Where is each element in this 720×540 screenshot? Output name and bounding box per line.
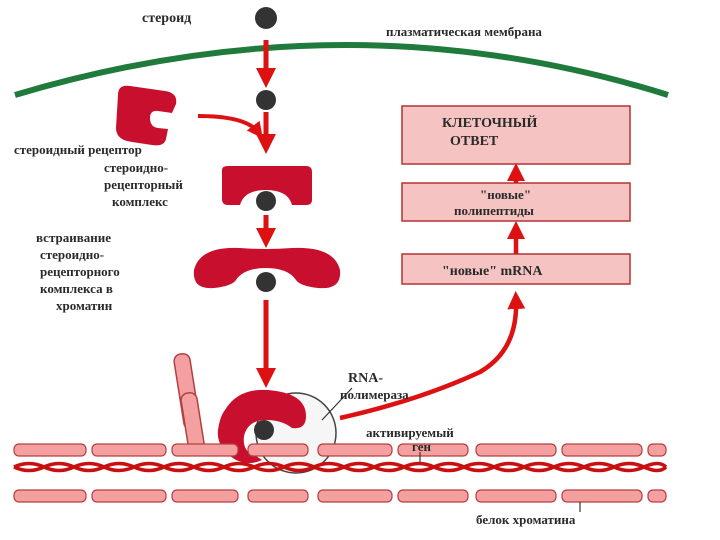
label-insertion-3: рецепторного bbox=[40, 264, 120, 279]
steroid-inside-cell bbox=[256, 90, 276, 110]
arrow-mrna-synthesis bbox=[339, 291, 526, 421]
insertion-complex-icon bbox=[193, 247, 341, 289]
steroid-molecule bbox=[255, 7, 277, 29]
dna-strand-b bbox=[13, 461, 668, 473]
receptor-complex-icon bbox=[222, 166, 312, 205]
insertion-steroid bbox=[256, 272, 276, 292]
label-chromatin-protein: белок хроматина bbox=[476, 512, 576, 527]
arrow-receptor-binding bbox=[197, 114, 263, 139]
label-insertion-4: комплекса в bbox=[40, 281, 113, 296]
label-insertion-5: хроматин bbox=[56, 298, 113, 313]
label-polymerase-2: полимераза bbox=[340, 387, 409, 402]
new-polypeptides-line-1: "новые" bbox=[480, 187, 531, 202]
label-polymerase-1: RNA- bbox=[348, 371, 383, 386]
label-complex-3: комплекс bbox=[112, 194, 168, 209]
label-steroid-receptor: стероидный рецептор bbox=[14, 142, 142, 157]
plasma-membrane bbox=[14, 42, 669, 98]
cell-response-line-2: ОТВЕТ bbox=[450, 134, 499, 149]
bound-receptor-complex bbox=[217, 389, 306, 463]
new-mrna-box bbox=[401, 253, 631, 285]
cell-response-line-1: КЛЕТОЧНЫЙ bbox=[442, 114, 538, 131]
vertical-chromatin-fiber bbox=[173, 353, 206, 454]
complex-steroid bbox=[256, 191, 276, 211]
cell-response-box bbox=[401, 105, 631, 165]
new-mrna-label: "новые" mRNA bbox=[442, 264, 543, 279]
new-polypeptides-box bbox=[401, 182, 631, 222]
label-insertion-1: встраивание bbox=[36, 230, 111, 245]
steroid-receptor-icon bbox=[116, 85, 177, 146]
polymerase-pointer bbox=[321, 387, 353, 421]
label-steroid: стероид bbox=[142, 11, 191, 26]
label-complex-2: рецепторный bbox=[104, 177, 183, 192]
label-complex-1: стероидно- bbox=[104, 160, 168, 175]
label-gene-1: активируемый bbox=[366, 425, 454, 440]
chromatin-proteins bbox=[13, 443, 667, 503]
label-plasma-membrane: плазматическая мембрана bbox=[386, 24, 542, 39]
label-gene-2: ген bbox=[412, 439, 432, 454]
label-insertion-2: стероидно- bbox=[40, 247, 104, 262]
new-polypeptides-line-2: полипептиды bbox=[454, 203, 534, 218]
bound-steroid bbox=[254, 420, 274, 440]
